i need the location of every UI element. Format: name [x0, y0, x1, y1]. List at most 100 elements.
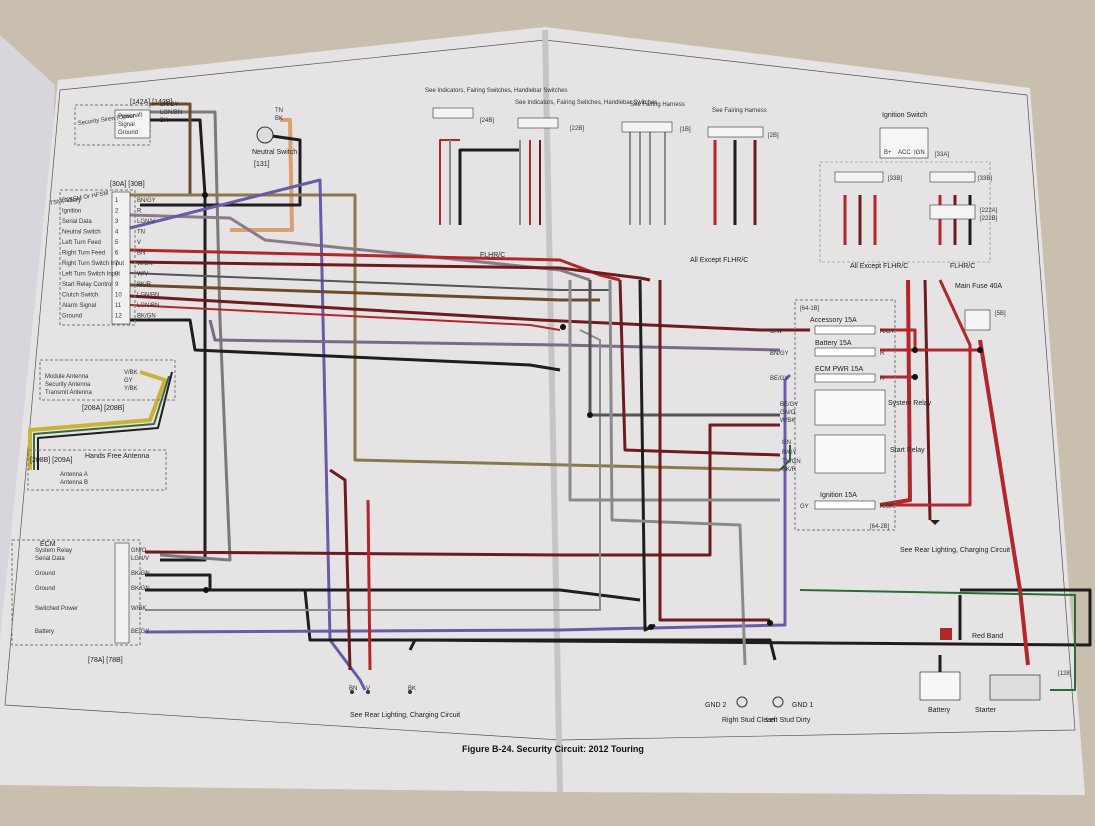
tsm-wire-color: TN [137, 230, 145, 236]
fairing-a-note: See Fairing Harness [630, 102, 685, 108]
tsm-wire-color: BN/GY [137, 198, 156, 204]
start-wire-4: BK/R [782, 467, 797, 473]
tsm-wire-color: BK/GN [137, 314, 156, 320]
tsm-pin-number: 1 [115, 198, 119, 204]
gnd2-label: GND 2 [705, 702, 727, 709]
ignition-fuse-label: Ignition 15A [820, 492, 857, 499]
ref-33b-b: [33B] [978, 176, 992, 182]
wire-ign-rbk [879, 279, 912, 507]
ignition-pin-b: B+ [884, 150, 892, 156]
left-rear-lighting: BN V BK See Rear Lighting, Charging Circ… [349, 686, 460, 719]
neutral-switch-label: Neutral Switch [252, 149, 297, 156]
system-relay-label: System Relay [888, 400, 932, 407]
ecm-wire-color: LGN/V [131, 556, 149, 562]
neutral-switch: TN BK Neutral Switch [131] [252, 108, 297, 168]
main-fuse-label: Main Fuse 40A [955, 283, 1002, 290]
antenna-refs: [208A] [208B] [82, 405, 124, 412]
wire-ecm-ground-2 [145, 588, 777, 661]
battery-fuse-label: Battery 15A [815, 340, 852, 347]
wire-ignition [129, 213, 591, 282]
tsm-wire-color: W/V [137, 272, 148, 278]
wire-rear-v [366, 499, 372, 671]
tsm-pin-label: Neutral Switch [62, 230, 101, 236]
indicators-connectors: See Indicators, Fairing Switches, Handle… [425, 88, 657, 259]
fuse-in-2: BN/GY [770, 351, 789, 357]
wire-start-gn [779, 445, 791, 471]
previous-page [0, 35, 55, 650]
neutral-wire-bk: BK [275, 116, 283, 122]
tsm-wire-color: R [137, 209, 142, 215]
accessory-fuse-label: Accessory 15A [810, 317, 857, 324]
siren-wire-3: BK [160, 118, 168, 124]
tsm-wire-color: BN [137, 251, 145, 257]
siren-refs: [142A] [142B] [130, 99, 172, 106]
wire-siren-power [150, 102, 192, 195]
wire-alarm [208, 319, 781, 352]
tsm-refs: [30A] [30B] [110, 181, 145, 188]
ecm-pin-label: System Relay [35, 548, 72, 554]
starter-ref: [128] [1058, 671, 1072, 677]
wire-rear-lighting [923, 279, 932, 521]
ecm-pin-label: Switched Power [35, 606, 78, 612]
tsm-pin-number: 8 [115, 272, 119, 278]
all-except-label-1: All Except FLHR/C [690, 257, 748, 264]
rear-wire-bn: BN [349, 686, 357, 692]
flhrc-label-1: FLHR/C [480, 252, 505, 259]
battery-starter: Red Band Battery Starter [128] [919, 628, 1072, 714]
left-stud-label: Left Stud Dirty [766, 717, 811, 724]
indicators-b-note: See Indicators, Fairing Switches, Handle… [515, 100, 657, 106]
antenna-wire-2: GY [124, 378, 133, 384]
tsm-pin-label: Left Turn Switch Input [62, 272, 120, 278]
wire-acc-out [880, 328, 917, 350]
wire-ind-a-3 [458, 148, 520, 225]
neutral-switch-ref: [131] [254, 161, 270, 168]
tsm-pin-label: Ignition [62, 209, 81, 215]
wire-main-fuse [978, 339, 1030, 666]
tsm-pin-label: Start Relay Control [62, 282, 113, 288]
ecm-wire-color: GN/O [131, 548, 147, 554]
figure-caption: Figure B-24. Security Circuit: 2012 Tour… [462, 744, 644, 754]
wire-neutral-tn [230, 118, 294, 232]
ign-wire-in: GY [800, 504, 809, 510]
ecm-pin-label: Ground [35, 571, 55, 577]
tsm-pin-number: 11 [115, 303, 122, 309]
fuse-ref-top: [64-1B] [800, 306, 820, 312]
red-band-label: Red Band [972, 633, 1003, 640]
tsm-pin-label: Clutch Switch [62, 293, 98, 299]
tsm-pin-label: Alarm Signal [62, 303, 96, 309]
wire-left-turn [129, 248, 621, 282]
siren-wire-1: BN/GY [160, 102, 179, 108]
hf-pin-a: Antenna A [60, 472, 88, 478]
antenna-pin-2: Security Antenna [45, 382, 91, 388]
siren-pin-ground: Ground [118, 130, 138, 136]
start-relay-label: Start Relay [890, 447, 925, 454]
rear-wire-v: V [366, 686, 370, 692]
ref-222a: [222A] [980, 208, 998, 214]
wire-gy-ignition [568, 280, 780, 502]
tsm-wire-color: LGN/BN [137, 293, 159, 299]
tsm-wire-color: LGN/BN [137, 303, 159, 309]
rear-wire-bk: BK [408, 686, 416, 692]
ecm-wire-color: W/BK [131, 606, 146, 612]
fairing-b-note: See Fairing Harness [712, 108, 767, 114]
manual-page [0, 27, 1085, 795]
ecm-wire-color: BK/GN [131, 586, 150, 592]
indicators-a-ref: [24B] [480, 118, 494, 124]
tsm-pin-number: 3 [115, 219, 119, 225]
wire-antenna-yellow [28, 370, 167, 470]
tsm-pin-number: 12 [115, 314, 122, 320]
ign-wire-out: R/BK [880, 504, 894, 510]
tsm-pin-label: Right Turn Feed [62, 251, 105, 257]
tsm-pin-number: 10 [115, 293, 122, 299]
tsm-pin-label: Left Turn Feed [62, 240, 101, 246]
gnd1-label: GND 1 [792, 702, 814, 709]
wire-ecm-system-relay [144, 423, 780, 557]
flhrc-label-2: FLHR/C [950, 263, 975, 270]
tsm-pin-label: Serial Data [62, 219, 92, 225]
hands-free-antenna: [208B] [209A] Hands Free Antenna Antenna… [27, 449, 167, 491]
main-fuse: Main Fuse 40A [5B] [955, 283, 1006, 331]
